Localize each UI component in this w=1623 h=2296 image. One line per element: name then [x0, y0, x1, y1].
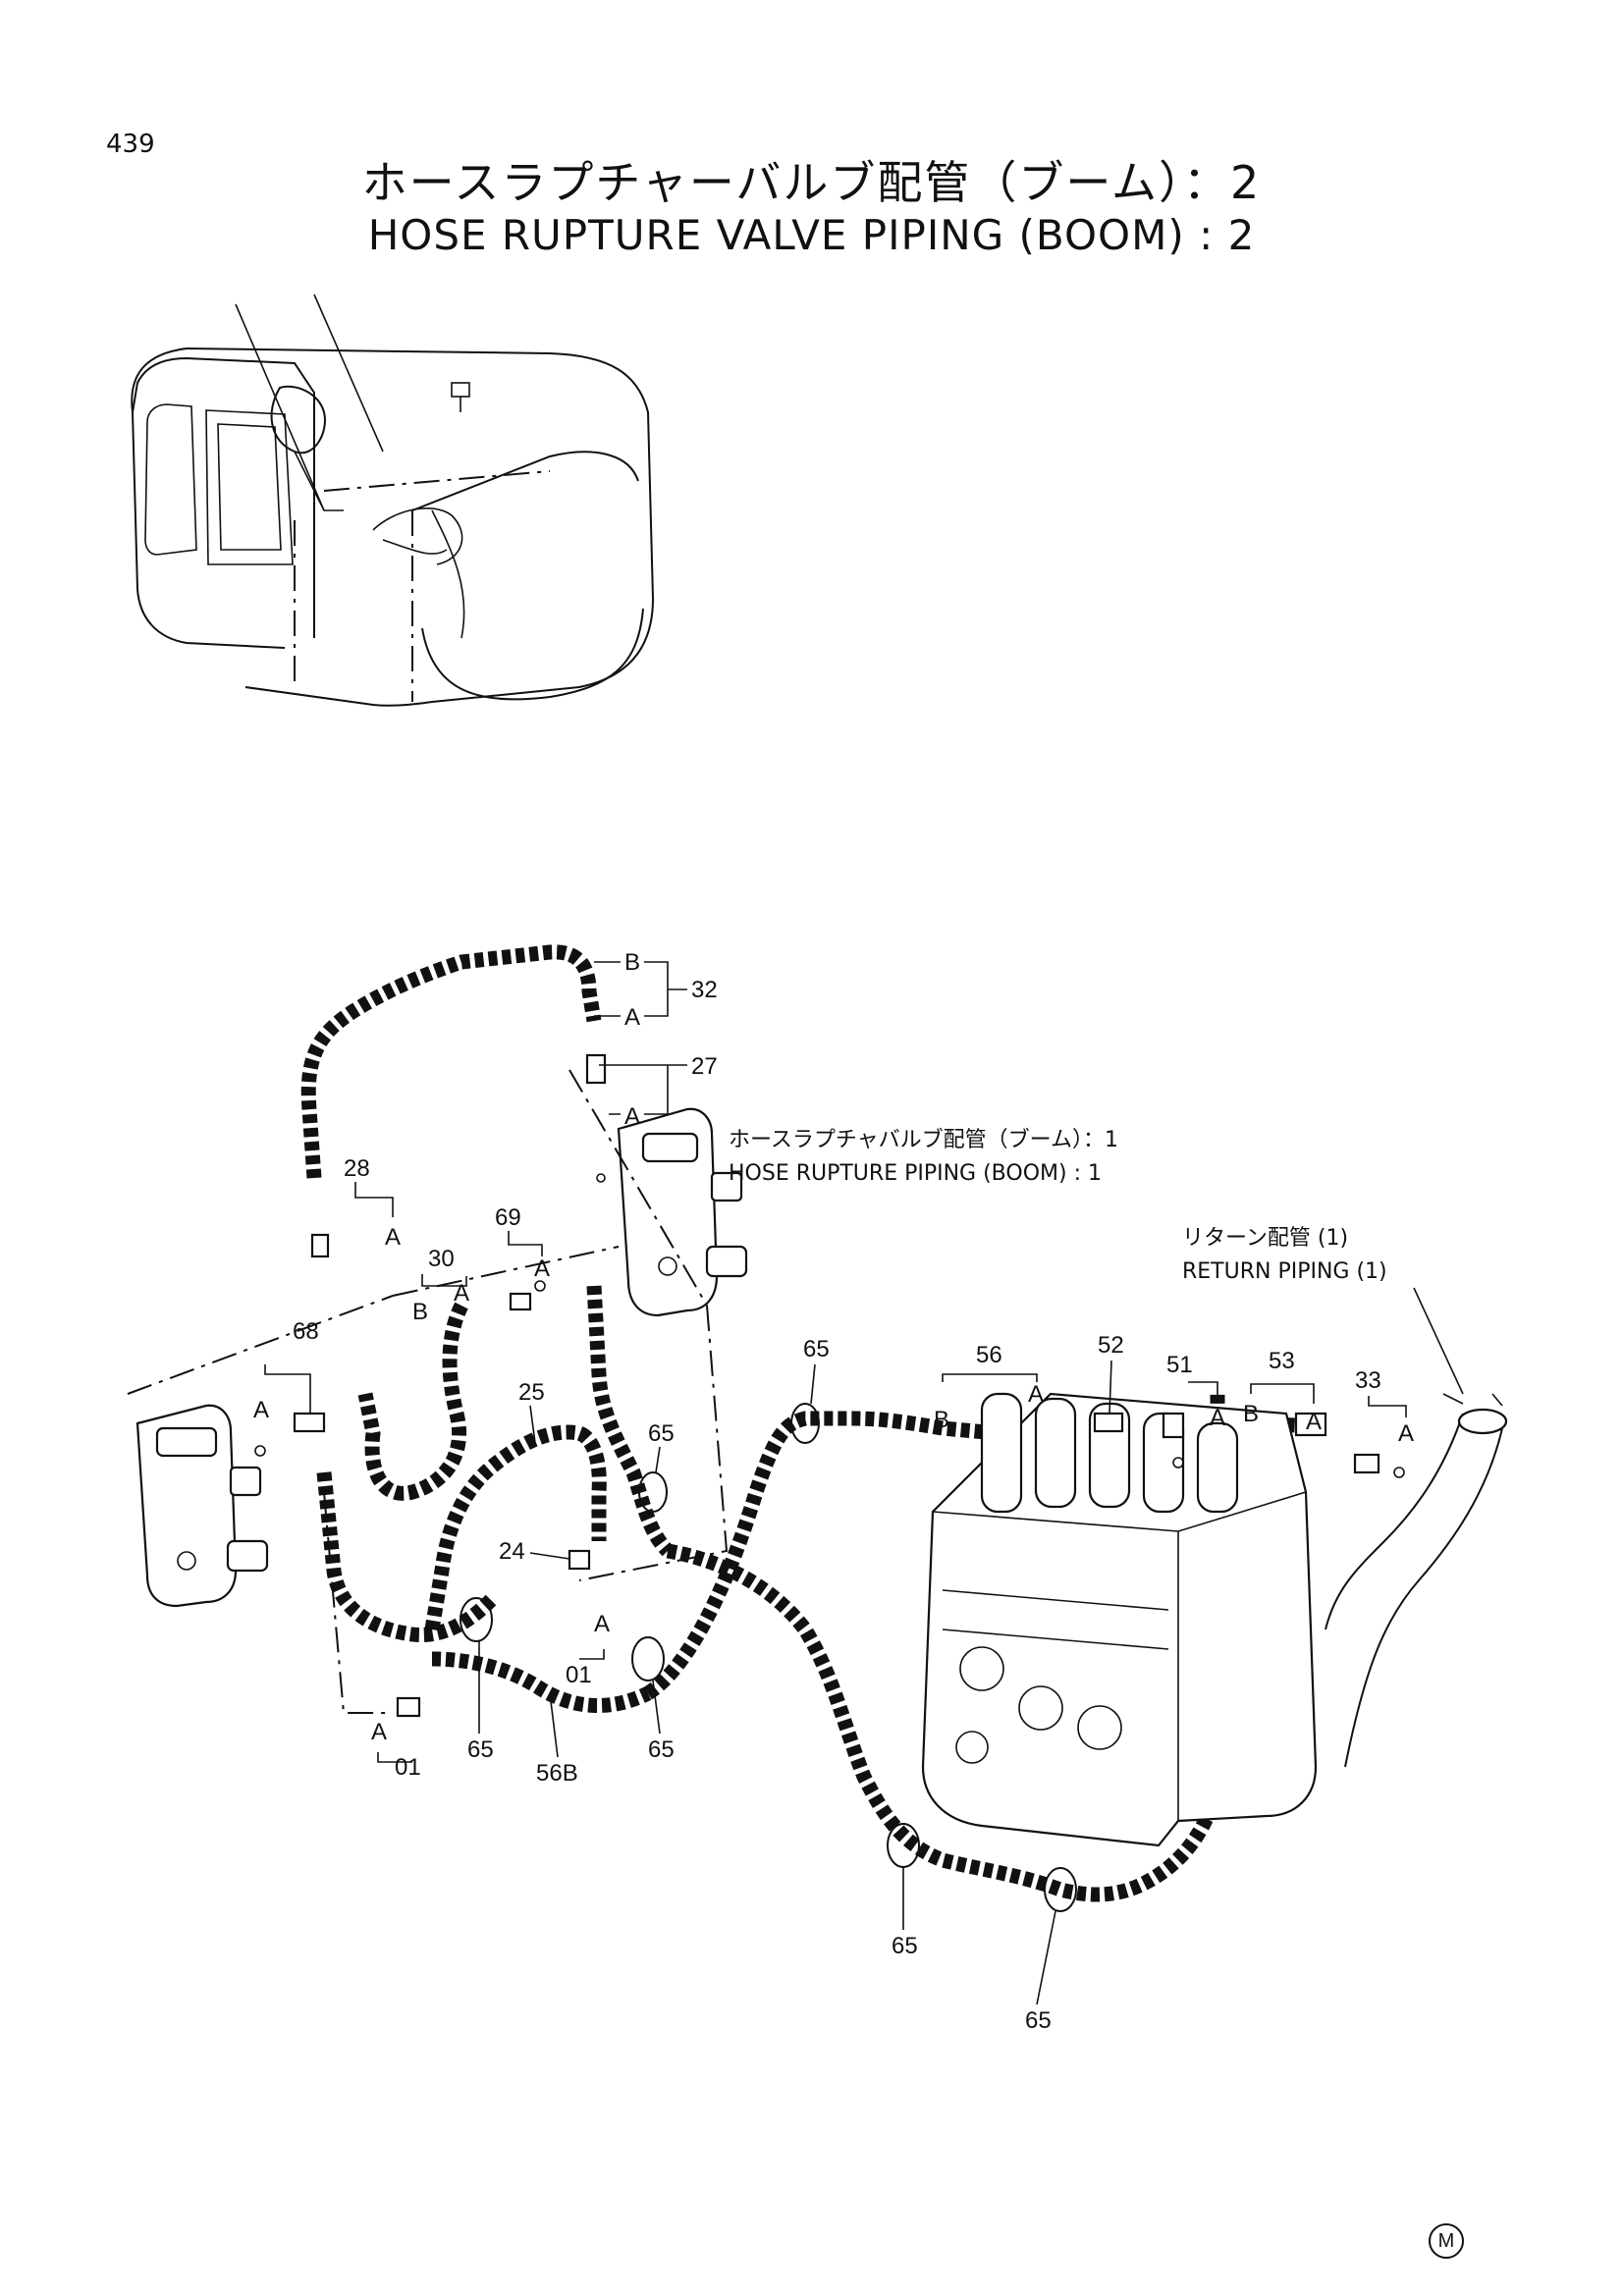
- callout-56B: 56B: [536, 1760, 578, 1787]
- page-title-english: HOSE RUPTURE VALVE PIPING (BOOM) : 2: [367, 211, 1256, 259]
- fitting-33: [1353, 1453, 1380, 1474]
- callout-32-a: A: [624, 1004, 640, 1031]
- fitting-51: [1162, 1412, 1185, 1439]
- callout-68: 68: [293, 1318, 319, 1345]
- cross-reference-notes: ホースラプチャバルブ配管（ブーム）：1 HOSE RUPTURE PIPING …: [729, 1128, 1464, 1395]
- callout-56-b: B: [934, 1407, 949, 1433]
- callouts: B A 32 27 A 28 A 69 A 30 B A 68 A 25 65 …: [253, 949, 1414, 2034]
- hose-rupture-valve-upper: [617, 1107, 748, 1317]
- fittings: [254, 1053, 1405, 1718]
- hose-56: [643, 1411, 998, 1700]
- fitting-27: [585, 1053, 607, 1085]
- hose-56B: [431, 1651, 652, 1713]
- callout-33-a: A: [1398, 1420, 1414, 1447]
- callout-53-b: B: [1243, 1401, 1259, 1427]
- note-return-ja: リターン配管 (1): [1182, 1226, 1348, 1251]
- hose-assemblies: [300, 944, 1297, 1902]
- callout-69-a: A: [534, 1255, 550, 1282]
- callout-65-bottom-right: 65: [1025, 2007, 1052, 2034]
- return-pipe: [1325, 1393, 1508, 1768]
- fitting-01-left: [396, 1696, 421, 1718]
- callout-68-a: A: [253, 1397, 269, 1423]
- connection-lines: [127, 1069, 729, 1714]
- fitting-69: [509, 1292, 532, 1311]
- hose-68-lower: [316, 1471, 497, 1642]
- callout-53: 53: [1269, 1348, 1295, 1374]
- hose-lower-loop: [666, 1394, 1225, 1902]
- callout-65-upper: 65: [648, 1420, 675, 1447]
- callout-33: 33: [1355, 1367, 1381, 1394]
- hose-27-down: [586, 1285, 674, 1557]
- callout-65-center: 65: [648, 1736, 675, 1763]
- hose-32: [300, 944, 602, 1179]
- callout-27-a: A: [624, 1103, 640, 1130]
- callout-25: 25: [518, 1379, 545, 1406]
- callout-01-center-a: A: [594, 1611, 610, 1637]
- note-return-en: RETURN PIPING (1): [1182, 1259, 1387, 1284]
- callout-32: 32: [691, 977, 718, 1003]
- callout-01-left: 01: [395, 1754, 421, 1781]
- callout-53-a: A: [1306, 1409, 1322, 1435]
- clamps-65: [460, 1403, 1077, 1912]
- fitting-28: [310, 1233, 330, 1258]
- callout-30-b: B: [412, 1299, 428, 1325]
- fitting-68: [293, 1412, 326, 1433]
- callout-65-top: 65: [803, 1336, 830, 1362]
- excavator-overview-sketch: [131, 294, 655, 707]
- callout-01-left-a: A: [371, 1719, 387, 1745]
- callout-30-a: A: [454, 1280, 469, 1307]
- callout-52: 52: [1098, 1332, 1124, 1359]
- callout-51-a: A: [1210, 1405, 1225, 1431]
- page-title-japanese: ホースラプチャーバルブ配管（ブーム）：2: [361, 156, 1262, 209]
- catalog-mark: M: [1429, 2223, 1464, 2259]
- fitting-52: [1093, 1412, 1124, 1433]
- fitting-53: [1294, 1412, 1327, 1437]
- callout-24: 24: [499, 1538, 525, 1565]
- callout-65-bottom-left: 65: [892, 1933, 918, 1959]
- control-valve-block: [921, 1392, 1318, 1847]
- callout-32-b: B: [624, 949, 640, 976]
- callout-56: 56: [976, 1342, 1002, 1368]
- callout-65-left: 65: [467, 1736, 494, 1763]
- hose-30: [357, 1302, 468, 1501]
- callout-01-center: 01: [566, 1662, 592, 1688]
- callout-27: 27: [691, 1053, 718, 1080]
- hose-rupture-valve-lower: [135, 1404, 269, 1608]
- callout-69: 69: [495, 1204, 521, 1231]
- note-hose-rupture-ja: ホースラプチャバルブ配管（ブーム）：1: [729, 1128, 1118, 1152]
- callout-51: 51: [1166, 1352, 1193, 1378]
- callout-30: 30: [428, 1246, 455, 1272]
- page-number: 439: [106, 130, 155, 159]
- fitting-24: [568, 1549, 591, 1571]
- callout-28-a: A: [385, 1224, 401, 1251]
- note-hose-rupture-en: HOSE RUPTURE PIPING (BOOM) : 1: [729, 1161, 1102, 1186]
- callout-56-a: A: [1028, 1381, 1044, 1408]
- callout-28: 28: [344, 1155, 370, 1182]
